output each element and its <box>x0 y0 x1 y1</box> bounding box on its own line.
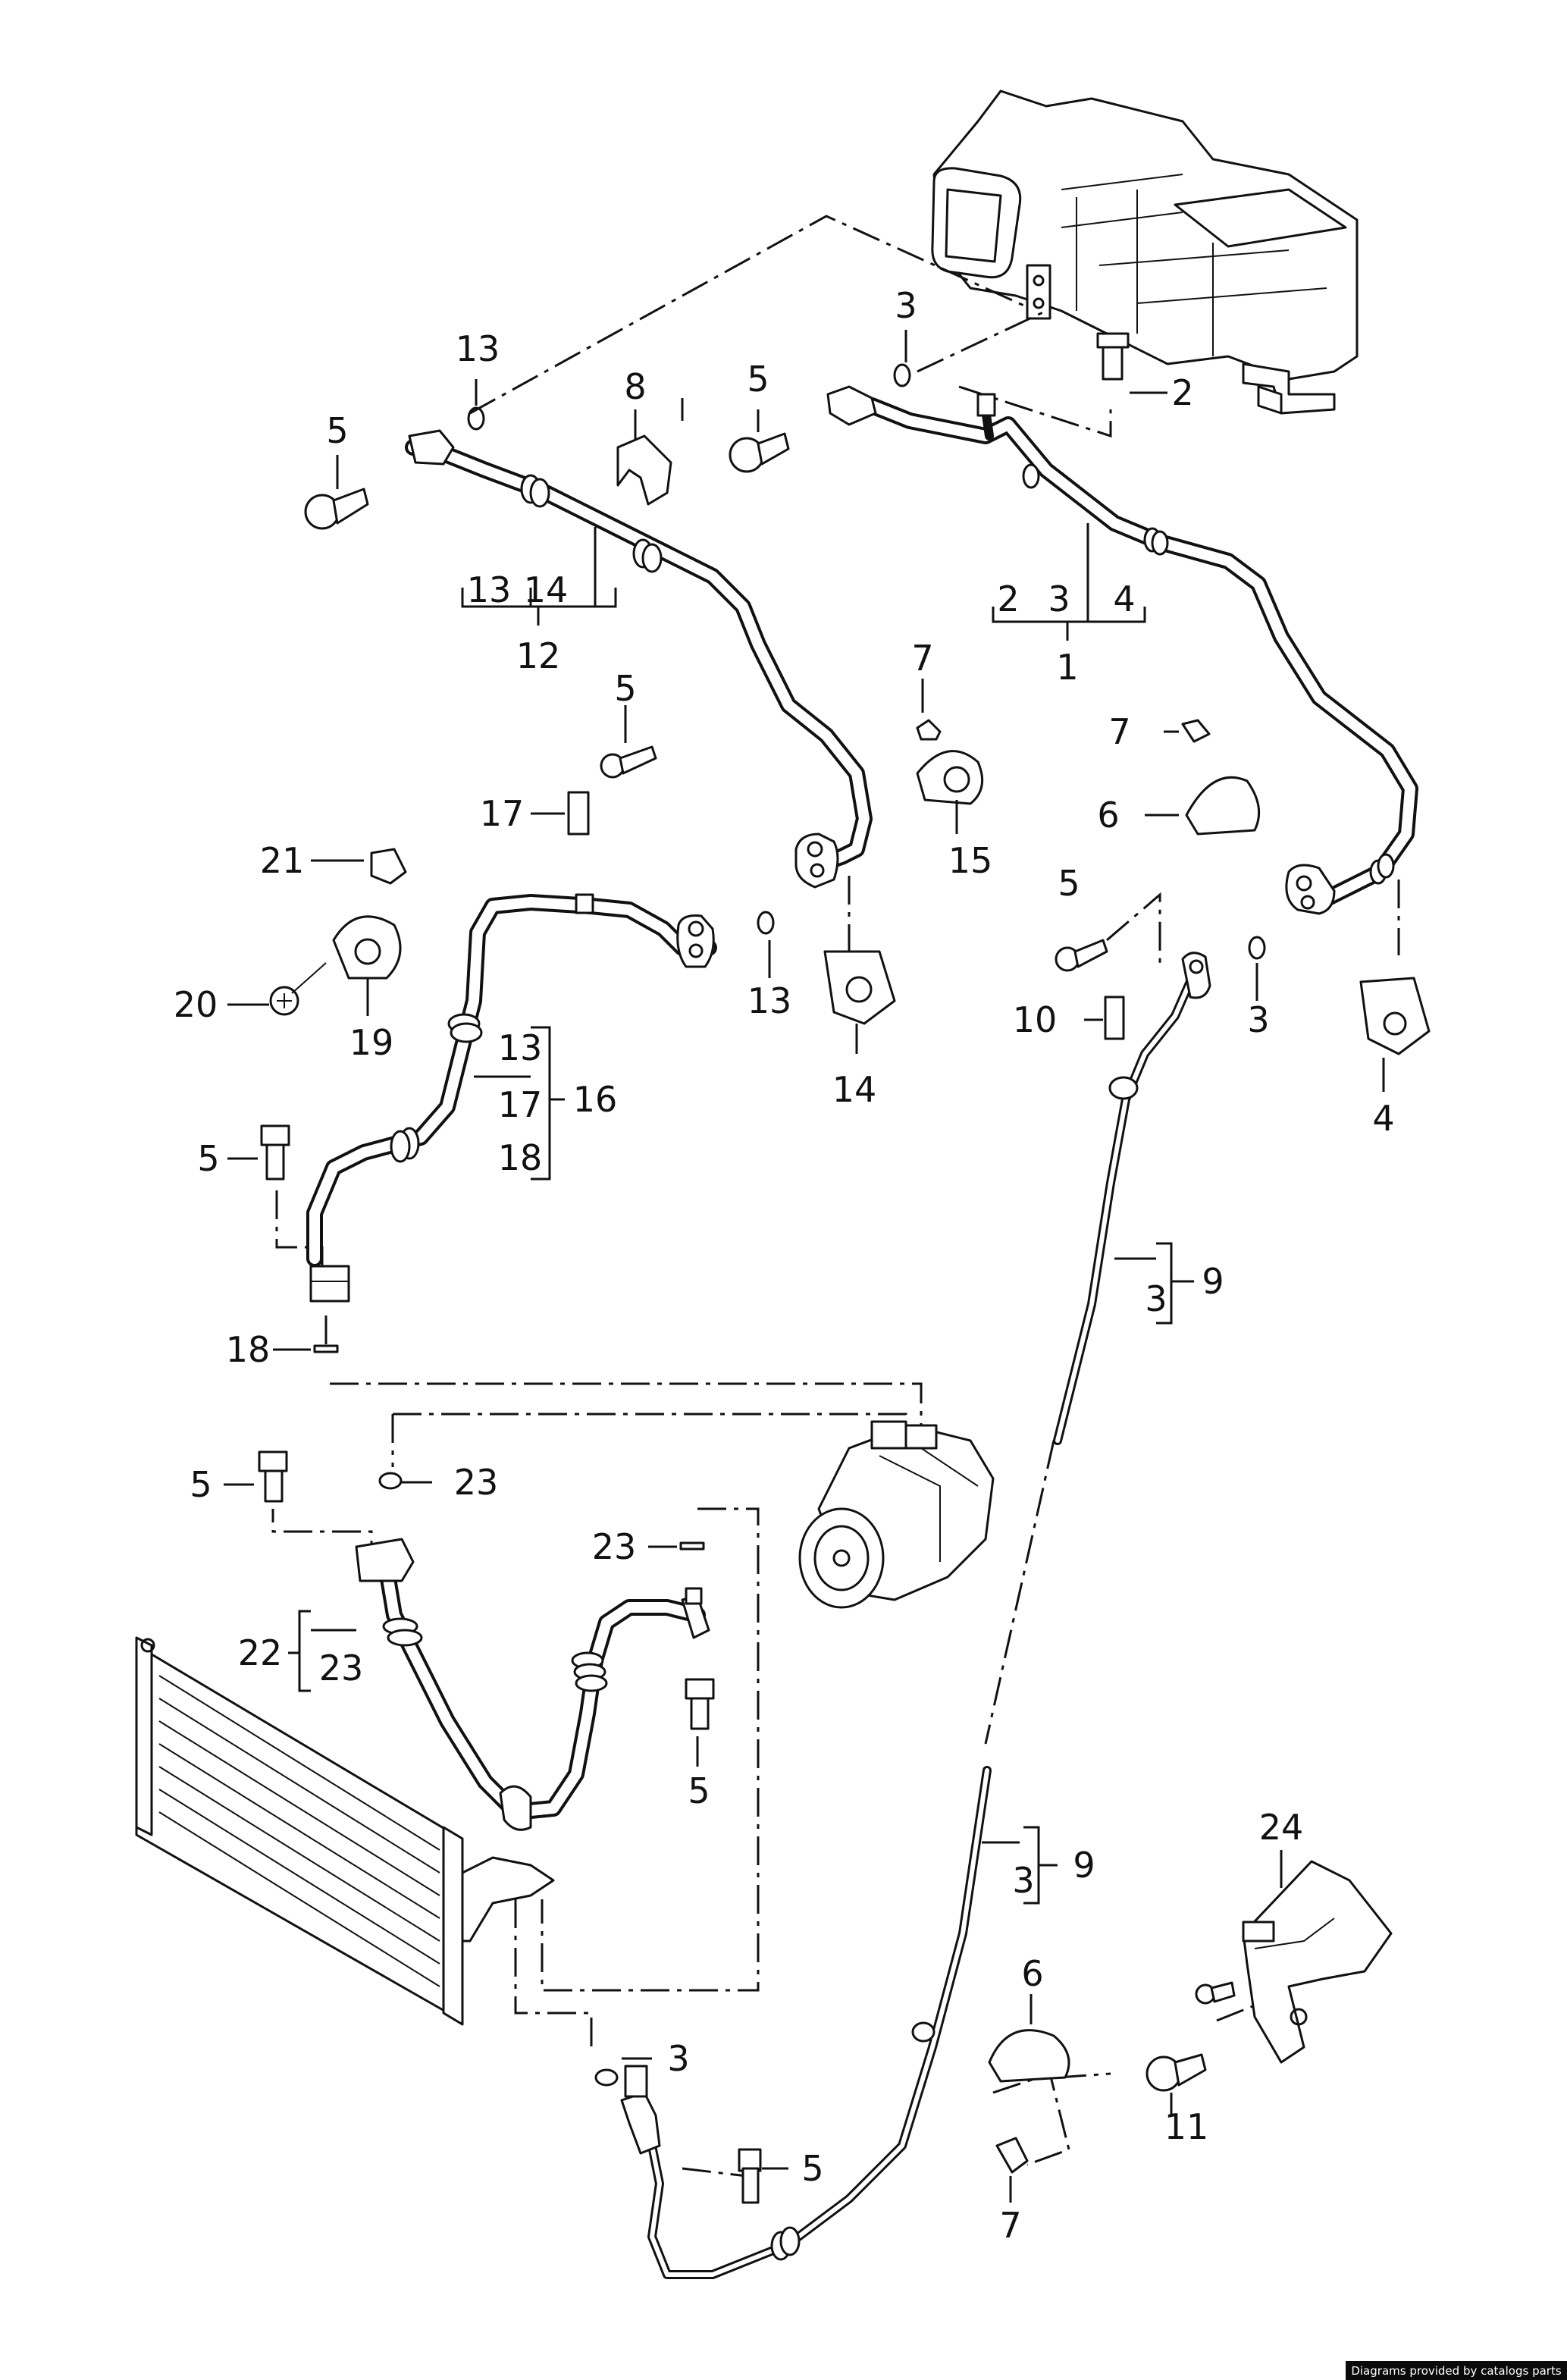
label-5-left-mid: 5 <box>197 1138 219 1179</box>
bolts <box>258 432 1236 2204</box>
label-21: 21 <box>260 840 305 881</box>
part-16-hose <box>306 893 717 1303</box>
label-3-right: 3 <box>1247 999 1269 1040</box>
compressor <box>798 1420 995 1609</box>
label-7-bottom: 7 <box>999 2205 1021 2246</box>
bracket-16-item-17: 17 <box>498 1084 543 1125</box>
label-7-mid: 7 <box>911 638 933 679</box>
label-15: 15 <box>948 840 993 881</box>
label-6-right: 6 <box>1097 795 1119 836</box>
label-7-right: 7 <box>1108 711 1130 752</box>
condenser <box>135 1636 555 2026</box>
bolt-5f <box>258 1450 288 1503</box>
label-16: 16 <box>573 1079 618 1120</box>
bolt-5e <box>260 1124 290 1181</box>
o-rings <box>313 363 1266 2087</box>
bracket-1-item-2: 2 <box>997 579 1019 619</box>
bracket-24 <box>1242 1860 1393 2064</box>
label-5-right-mid: 5 <box>1058 863 1080 904</box>
bracket-12-item-14: 14 <box>524 569 569 610</box>
label-23-mid: 23 <box>592 1526 637 1567</box>
bolt-5d <box>1055 939 1108 972</box>
part-1-suction-line <box>826 385 1418 915</box>
label-20: 20 <box>174 984 218 1025</box>
label-22: 22 <box>238 1632 283 1673</box>
label-9-upper: 9 <box>1202 1261 1224 1302</box>
credit-text: Diagrams provided by catalogs parts <box>1351 2364 1561 2378</box>
bracket-1-item-4: 4 <box>1113 579 1135 619</box>
bolt-5c <box>600 745 657 779</box>
label-24: 24 <box>1259 1807 1304 1848</box>
label-1: 1 <box>1056 647 1078 688</box>
bracket-9a-item-3: 3 <box>1145 1278 1167 1319</box>
bolt-5g <box>685 1678 715 1730</box>
label-5-top-mid: 5 <box>747 359 769 400</box>
label-5-mid: 5 <box>614 668 636 709</box>
label-17: 17 <box>480 793 525 834</box>
bracket-16-item-18: 18 <box>498 1137 543 1178</box>
bracket-9b-item-3: 3 <box>1012 1860 1034 1901</box>
label-14: 14 <box>832 1069 877 1110</box>
bracket-16-item-13: 13 <box>498 1027 543 1068</box>
bracket-1-item-3: 3 <box>1048 579 1070 619</box>
part-labels: 13 5 8 3 5 2 13 14 12 2 3 4 1 5 7 7 6 15… <box>174 285 1395 2246</box>
bracket-12-item-13: 13 <box>467 569 512 610</box>
label-5-lower-mid: 5 <box>688 1770 710 1811</box>
label-5-bottom: 5 <box>801 2148 823 2189</box>
label-18: 18 <box>226 1329 271 1370</box>
leader-lines <box>224 330 1385 2203</box>
label-19: 19 <box>349 1022 394 1063</box>
part-9-liquid-pipe <box>620 952 1211 2279</box>
label-2: 2 <box>1171 372 1193 413</box>
part-12-hose <box>405 429 873 889</box>
bolt-5h <box>738 2148 762 2204</box>
small-parts <box>269 332 1431 2174</box>
part-22-discharge-hose <box>355 1538 710 1831</box>
bracket-22-item-23: 23 <box>319 1648 364 1689</box>
bolt-24-pin <box>1195 1981 1236 2005</box>
label-4: 4 <box>1372 1098 1394 1139</box>
label-8: 8 <box>624 366 646 407</box>
label-23-top: 23 <box>454 1462 499 1503</box>
label-9-lower: 9 <box>1073 1845 1095 1886</box>
evaporator-housing <box>931 89 1359 415</box>
bolt-5b <box>729 432 790 473</box>
label-11: 11 <box>1164 2106 1209 2147</box>
label-3-lower: 3 <box>667 2038 689 2079</box>
label-10: 10 <box>1013 999 1058 1040</box>
bolt-5a <box>304 488 369 530</box>
connection-lines <box>271 215 1400 2178</box>
credit-badge: Diagrams provided by catalogs parts <box>1346 2361 1567 2380</box>
label-13-top: 13 <box>456 328 500 369</box>
label-13-mid: 13 <box>747 980 792 1021</box>
label-3-top: 3 <box>895 285 917 326</box>
bolt-11 <box>1145 2053 1207 2092</box>
label-6-lower: 6 <box>1021 1953 1043 1994</box>
label-5-top-left: 5 <box>326 410 348 451</box>
label-12: 12 <box>516 635 561 676</box>
label-5-lower-left: 5 <box>190 1464 212 1505</box>
